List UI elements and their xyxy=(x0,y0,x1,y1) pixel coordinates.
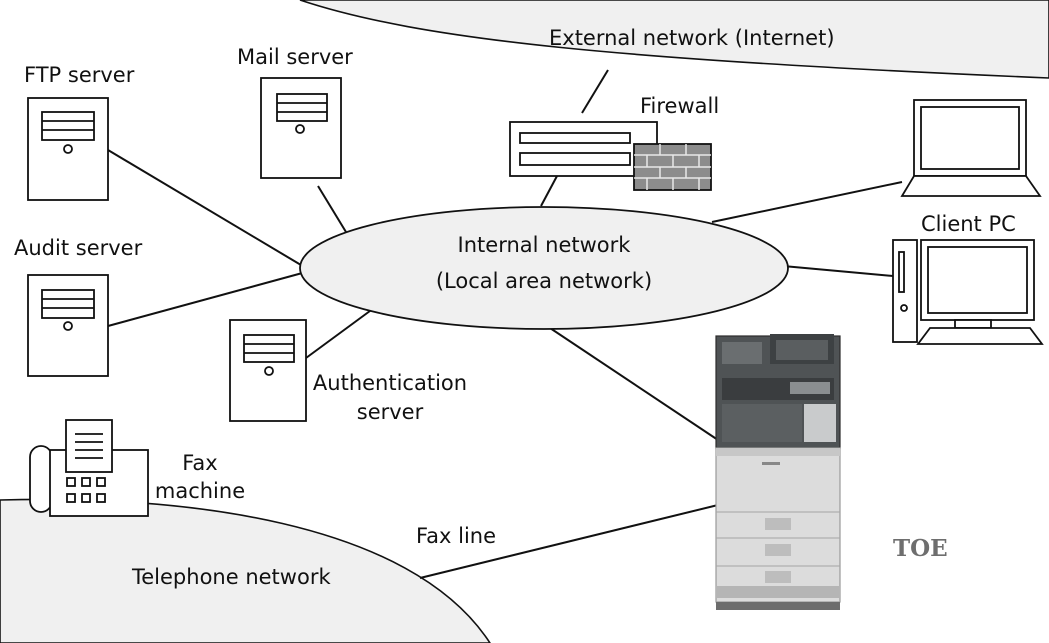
multifunction-printer-icon xyxy=(715,334,841,610)
ftp-server-label: FTP server xyxy=(24,63,135,87)
external-network-cloud xyxy=(299,0,1049,79)
ftp-server-icon xyxy=(27,97,109,201)
link-audit-internal xyxy=(107,271,307,327)
client-pc-label: Client PC xyxy=(921,212,1016,236)
link-firewall-internet xyxy=(581,69,609,114)
audit-server-icon xyxy=(27,274,109,377)
internal-network-label-line1: Internal network xyxy=(457,233,631,257)
link-ftp-internal xyxy=(107,149,307,269)
telephone-network-label: Telephone network xyxy=(132,565,331,589)
firewall-label: Firewall xyxy=(640,94,720,118)
audit-server-label: Audit server xyxy=(14,236,143,260)
fax-machine-label-line1: Fax xyxy=(182,451,218,475)
internal-network-ellipse xyxy=(299,206,789,330)
link-fax-line xyxy=(419,504,719,579)
external-network-label: External network (Internet) xyxy=(549,26,835,50)
link-firewall-internal xyxy=(540,175,558,207)
link-toe-internal xyxy=(543,323,719,441)
toe-label: TOE xyxy=(893,535,948,562)
internal-network-label-line2: (Local area network) xyxy=(435,269,653,293)
link-laptop-internal xyxy=(711,181,903,223)
authentication-server-icon xyxy=(229,319,307,422)
laptop-icon xyxy=(900,99,1042,197)
fax-line-label: Fax line xyxy=(416,524,497,548)
desktop-pc-icon xyxy=(892,239,1044,345)
fax-machine-icon xyxy=(29,419,149,517)
fax-machine-label-line2: machine xyxy=(154,479,246,503)
mail-server-icon xyxy=(260,77,342,179)
link-mail-internal xyxy=(317,185,347,233)
link-auth-internal xyxy=(305,307,375,359)
mail-server-label: Mail server xyxy=(237,45,353,69)
authentication-server-label-line1: Authentication xyxy=(312,371,468,395)
authentication-server-label-line2: server xyxy=(356,400,424,424)
firewall-icon xyxy=(509,121,712,191)
link-desktop-internal xyxy=(782,265,894,277)
